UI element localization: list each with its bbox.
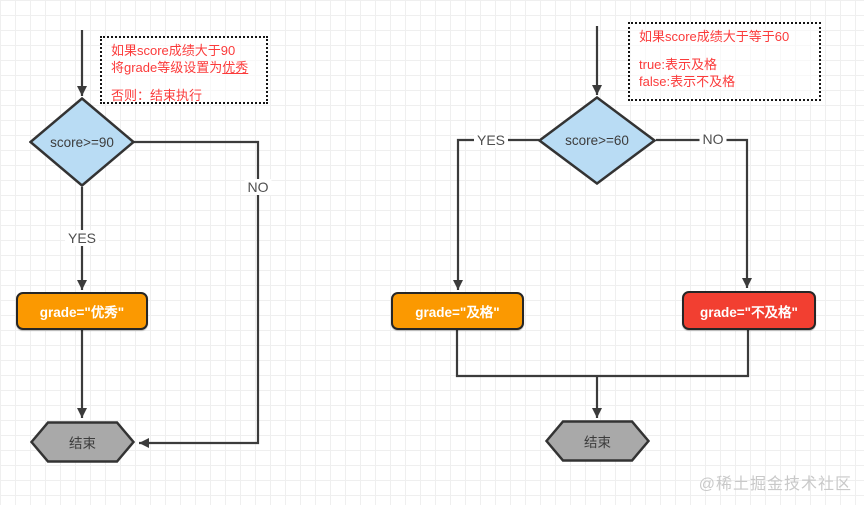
decision-label-right: score>=60: [565, 133, 629, 148]
connector-no-right: [656, 138, 752, 288]
end-node-right: 结束: [545, 420, 650, 462]
no-label-left: NO: [244, 179, 272, 195]
end-label-right: 结束: [584, 435, 611, 450]
diamond-shape-right: [538, 96, 656, 185]
action-label-excellent: grade="优秀": [39, 305, 125, 320]
decision-label-left: score>=90: [50, 134, 114, 150]
note-right-line2: true:表示及格: [639, 57, 718, 72]
hexagon-shape-right: [545, 420, 650, 462]
decision-node-right: score>=60: [538, 96, 656, 185]
note-left: 如果score成绩大于90 将grade等级设置为优秀 否则：结束执行: [100, 36, 268, 104]
action-label-pass: grade="及格": [415, 305, 500, 320]
connector-yes-right: [453, 138, 539, 290]
note-left-line3: 否则：结束执行: [111, 88, 203, 103]
note-left-underlined: 优秀: [222, 60, 249, 75]
action-node-fail: grade="不及格": [682, 291, 816, 330]
note-right-line3: false:表示不及格: [639, 74, 736, 89]
hexagon-shape-left: [30, 421, 135, 463]
note-left-line2: 将grade等级设置为优秀: [111, 60, 249, 75]
connector-no-left: [134, 140, 260, 448]
end-node-left: 结束: [30, 421, 135, 463]
end-label-left: 结束: [69, 436, 96, 451]
yes-label-left: YES: [64, 230, 100, 246]
watermark: @稀土掘金技术社区: [698, 476, 852, 493]
diamond-shape-left: [29, 97, 135, 187]
note-right-line1: 如果score成绩大于等于60: [639, 29, 790, 44]
note-left-line1: 如果score成绩大于90: [111, 43, 236, 58]
decision-node-left: score>=90: [29, 97, 135, 187]
note-right: 如果score成绩大于等于60 true:表示及格 false:表示不及格: [628, 22, 821, 101]
connector-merge: [455, 329, 750, 378]
action-node-excellent: grade="优秀": [16, 292, 148, 330]
yes-label-right: YES: [473, 132, 509, 148]
action-label-fail: grade="不及格": [700, 304, 798, 320]
no-label-right: NO: [699, 131, 727, 147]
action-node-pass: grade="及格": [391, 292, 524, 330]
